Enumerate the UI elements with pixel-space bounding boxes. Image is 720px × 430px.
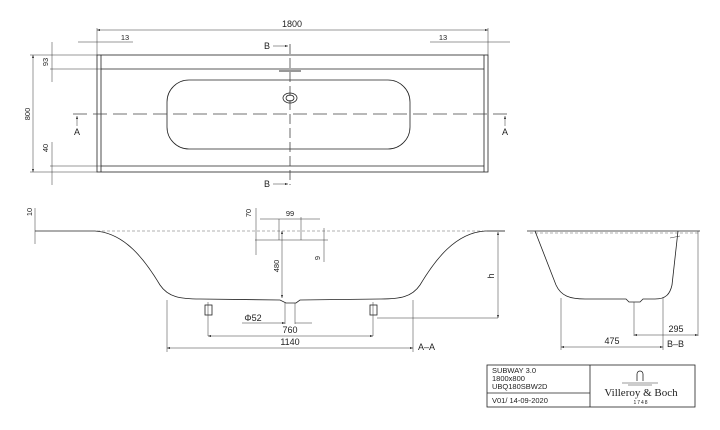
basin-outline (166, 79, 411, 150)
dim-9: 9 (313, 256, 322, 260)
dim-13-left: 13 (121, 33, 129, 42)
version-date: V01/ 14-09-2020 (492, 396, 548, 405)
product-code: UBQ180SBW2D (492, 382, 548, 391)
drain-icon (282, 92, 298, 104)
tub-outline (96, 54, 489, 173)
section-b-top: B (264, 41, 270, 51)
section-bb-view: 475 295 B–B (527, 230, 700, 350)
dim-40: 40 (41, 144, 50, 152)
brand-name: Villeroy & Boch (604, 387, 678, 399)
dim-10: 10 (25, 208, 34, 216)
brand-logo-icon (622, 370, 658, 386)
dim-99: 99 (286, 209, 294, 218)
tub-profile (94, 230, 505, 304)
rim-lines (100, 55, 485, 172)
dim-drain-diameter: Φ52 (244, 313, 261, 323)
dim-13-right: 13 (439, 33, 447, 42)
section-aa-view: 1140 760 Φ52 480 99 70 9 10 h A–A (25, 208, 505, 352)
dim-295: 295 (668, 324, 683, 334)
section-a-left: A (74, 127, 80, 137)
dim-760: 760 (282, 325, 297, 335)
section-aa-label: A–A (418, 342, 435, 352)
dim-475: 475 (604, 336, 619, 346)
dim-1140: 1140 (280, 337, 299, 347)
section-b-bottom: B (264, 179, 270, 189)
dim-1800: 1800 (282, 19, 302, 29)
dim-480: 480 (272, 260, 281, 273)
tub-profile-bb (534, 230, 679, 303)
product-size: 1800x800 (492, 374, 525, 383)
dim-800: 800 (23, 108, 32, 121)
top-view: 1800 13 13 800 93 40 A A B B (23, 19, 510, 189)
brand-year: 1748 (633, 400, 648, 406)
dim-70: 70 (244, 209, 253, 217)
section-bb-label: B–B (667, 339, 684, 349)
product-name: SUBWAY 3.0 (492, 366, 536, 375)
title-block: SUBWAY 3.0 1800x800 UBQ180SBW2D V01/ 14-… (486, 364, 696, 408)
dim-h: h (486, 273, 496, 278)
section-a-right: A (502, 127, 508, 137)
foot-left (204, 302, 213, 336)
dim-93: 93 (41, 58, 50, 66)
foot-right (369, 302, 498, 336)
